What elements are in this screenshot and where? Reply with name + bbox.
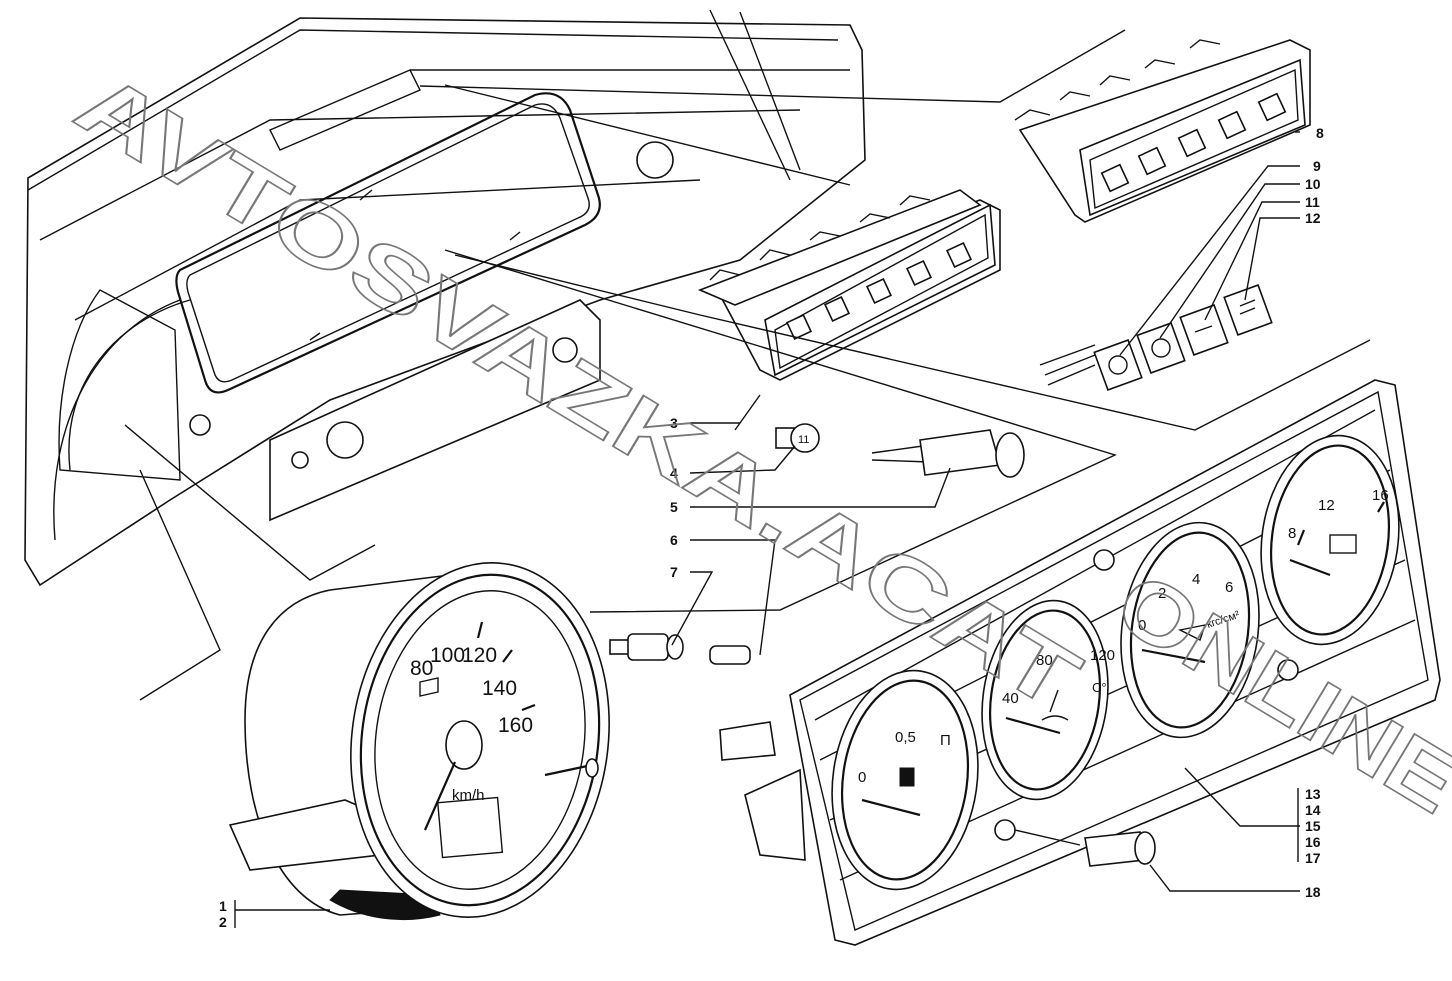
callout-11: 11 [1305, 194, 1320, 210]
temp-unit: C° [1092, 680, 1107, 695]
callout-3: 3 [670, 415, 678, 431]
callout-15: 15 [1305, 818, 1321, 834]
voltmeter-scale: 8 12 16 [1288, 487, 1389, 577]
switch-block-middle [697, 189, 1001, 381]
switch-block-8 [1014, 39, 1311, 223]
callout-17: 17 [1305, 850, 1321, 866]
oil-tick-4: 4 [1192, 571, 1200, 588]
temp-tick-40: 40 [1002, 690, 1019, 707]
callout-16: 16 [1305, 834, 1321, 850]
callout-5: 5 [670, 499, 678, 515]
callout-4: 4 [670, 465, 678, 481]
callout-18: 18 [1305, 884, 1321, 900]
speedometer: 80 100 120 140 160 km/h [228, 562, 610, 921]
temp-tick-120: 120 [1090, 647, 1115, 664]
callout-14: 14 [1305, 802, 1321, 818]
callout-8: 8 [1316, 125, 1324, 141]
fuel-tick-full: П [940, 732, 951, 749]
callout-7: 7 [670, 564, 678, 580]
callout-9: 9 [1313, 158, 1321, 174]
callout-12: 12 [1305, 210, 1321, 226]
callout-2: 2 [219, 914, 227, 930]
speed-tick-140: 140 [482, 677, 517, 700]
speed-tick-120: 120 [462, 644, 497, 667]
leader-lines [139, 29, 1371, 928]
speedometer-scale: 80 100 120 140 160 km/h [410, 644, 533, 804]
oil-tick-6: 6 [1225, 579, 1233, 596]
bulb-label: 11 [798, 434, 809, 446]
fuel-gauge-scale: 0 0,5 П [858, 729, 951, 817]
temp-gauge-scale: 40 80 120 C° [1002, 647, 1115, 735]
speed-tick-160: 160 [498, 714, 533, 737]
callout-13: 13 [1305, 786, 1321, 802]
callout-1: 1 [219, 898, 227, 914]
gauge-cluster: 0 0,5 П 40 80 120 C° 0 2 4 6 кгс/см² 8 1… [719, 379, 1441, 946]
callout-10: 10 [1305, 176, 1321, 192]
fuel-tick-half: 0,5 [895, 729, 916, 746]
bulb-parts: 11 [609, 423, 1025, 665]
callout-labels: 1 2 3 4 5 6 7 8 9 10 11 12 13 14 15 16 1… [219, 125, 1324, 930]
oil-tick-0: 0 [1138, 617, 1146, 634]
fuel-tick-0: 0 [858, 769, 866, 786]
callout-6: 6 [670, 532, 678, 548]
switches-9-12 [1039, 284, 1273, 391]
volt-tick-8: 8 [1288, 525, 1296, 542]
speed-tick-80: 80 [410, 657, 433, 680]
speed-tick-100: 100 [430, 644, 465, 667]
temp-tick-80: 80 [1036, 652, 1053, 669]
oil-tick-2: 2 [1158, 585, 1166, 602]
volt-tick-16: 16 [1372, 487, 1389, 504]
volt-tick-12: 12 [1318, 497, 1335, 514]
dashboard-panel [24, 9, 866, 587]
